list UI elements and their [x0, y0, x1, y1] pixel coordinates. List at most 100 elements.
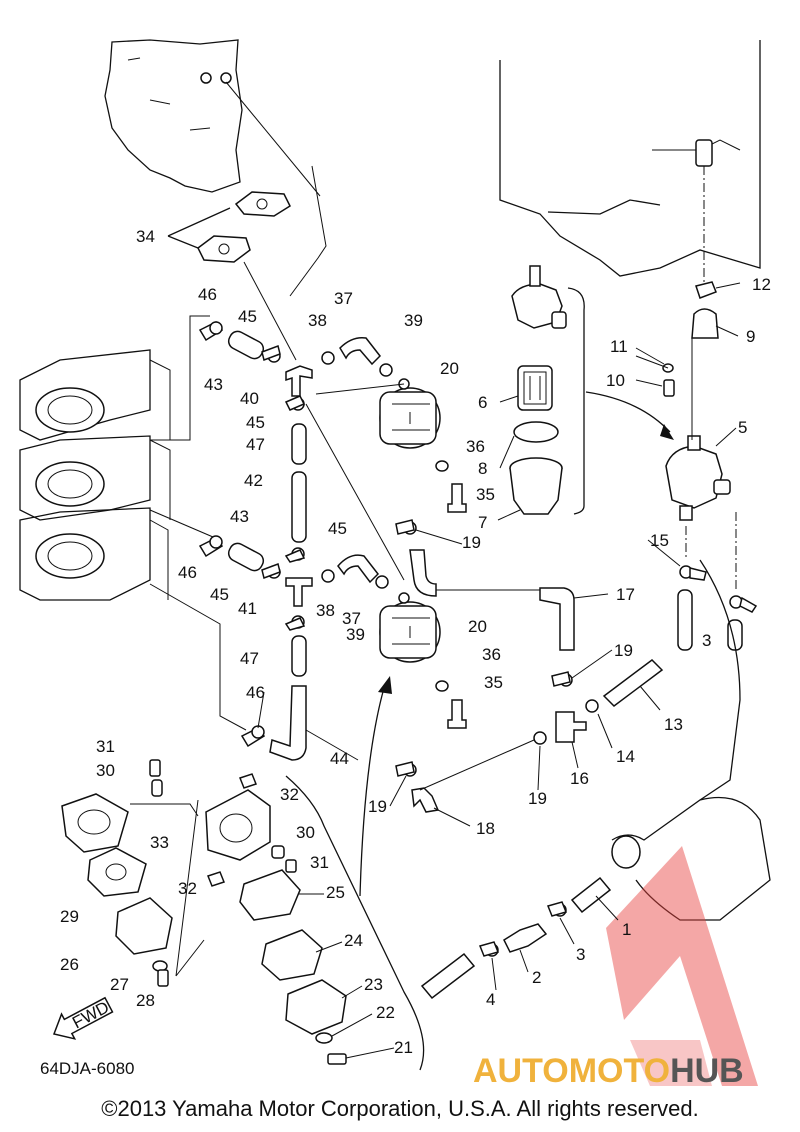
callout-3-lower: 3 — [576, 945, 585, 964]
hose-13 — [602, 659, 664, 707]
callout-28: 28 — [136, 991, 155, 1010]
callout-30-b: 30 — [296, 823, 315, 842]
gasket-34-upper — [234, 191, 291, 217]
callout-20-upper: 20 — [440, 359, 459, 378]
callout-23: 23 — [364, 975, 383, 994]
callout-12: 12 — [752, 275, 771, 294]
callout-25: 25 — [326, 883, 345, 902]
callout-14: 14 — [616, 747, 635, 766]
screw-21 — [327, 1053, 347, 1065]
callout-43-lower: 43 — [230, 507, 249, 526]
nut-32-a — [239, 773, 257, 789]
cross-joint-41 — [285, 577, 313, 607]
callout-27: 27 — [110, 975, 129, 994]
o-ring-8 — [513, 421, 559, 443]
screw-28 — [157, 969, 169, 987]
leader-lines — [257, 282, 741, 1059]
callout-37-lower: 37 — [342, 609, 361, 628]
callout-43-upper: 43 — [204, 375, 223, 394]
callout-29: 29 — [60, 907, 79, 926]
hose-clip-19-c — [395, 761, 417, 777]
callout-15: 15 — [650, 531, 669, 550]
hose-43-a — [227, 330, 265, 360]
elbow-hose-17-b — [539, 587, 575, 651]
gasket-34-lower — [197, 235, 251, 263]
callout-39-upper: 39 — [404, 311, 423, 330]
hose-47-b — [291, 635, 307, 677]
callout-45-a: 45 — [238, 307, 257, 326]
callout-36-upper: 36 — [466, 437, 485, 456]
callout-19-a: 19 — [462, 533, 481, 552]
bolt-35-upper — [447, 483, 467, 513]
fuel-filter-5 — [665, 435, 731, 521]
washer-36-lower — [435, 680, 449, 692]
callout-26: 26 — [60, 955, 79, 974]
hose-clip-39-b — [375, 575, 389, 589]
hose-clip-46-b — [198, 535, 224, 558]
hose-clip-15 — [679, 565, 707, 581]
elbow-hose-37-a — [339, 336, 381, 366]
callout-38-lower: 38 — [316, 601, 335, 620]
engine-lower-mount — [611, 796, 771, 921]
automotohub-logo — [606, 846, 758, 1086]
t-joint-40 — [285, 365, 313, 397]
callout-6: 6 — [478, 393, 487, 412]
hose-clip-45-b — [284, 395, 306, 411]
callout-5: 5 — [738, 418, 747, 437]
hose-clip-4 — [478, 941, 500, 957]
callout-46-b: 46 — [178, 563, 197, 582]
fuel-pump-20-lower — [379, 592, 441, 663]
hose-clip-45-c — [284, 547, 306, 563]
hose-47-a — [291, 423, 307, 465]
washer-36-upper — [435, 460, 449, 472]
diaphragm-24 — [261, 929, 323, 981]
washer-22 — [315, 1032, 333, 1044]
hose-clip-19-a — [395, 519, 417, 535]
hose-42 — [291, 471, 307, 543]
hose-15 — [677, 589, 693, 651]
elbow-hose-17-a — [409, 549, 437, 597]
fwd-label: FWD — [69, 998, 112, 1033]
filter-cup-7 — [509, 457, 563, 515]
callout-21: 21 — [394, 1038, 413, 1057]
hose-clip-39-a — [379, 363, 393, 377]
callout-19-c: 19 — [528, 789, 547, 808]
callout-19-d: 19 — [368, 797, 387, 816]
elbow-hose-18 — [411, 787, 440, 813]
bolt-35-lower — [447, 699, 467, 729]
callout-38-upper: 38 — [308, 311, 327, 330]
callout-11: 11 — [610, 337, 628, 356]
hose-clip-38-a — [321, 351, 335, 365]
callout-34: 34 — [136, 227, 155, 246]
callout-46-a: 46 — [198, 285, 217, 304]
nut-12 — [695, 281, 717, 299]
callout-2: 2 — [532, 968, 541, 987]
fwd-arrow-icon: FWD — [52, 996, 114, 1040]
callout-45-d: 45 — [210, 585, 229, 604]
callout-8: 8 — [478, 459, 487, 478]
copyright-notice: ©2013 Yamaha Motor Corporation, U.S.A. A… — [101, 1096, 699, 1121]
hose-clip-3-upper — [729, 595, 758, 613]
hose-43-b — [227, 542, 265, 572]
callout-33: 33 — [150, 833, 169, 852]
callout-35-upper: 35 — [476, 485, 495, 504]
callout-24: 24 — [344, 931, 363, 950]
cover-23 — [285, 979, 347, 1035]
screw-31-b — [285, 859, 297, 873]
callout-16: 16 — [570, 769, 589, 788]
callout-10: 10 — [606, 371, 625, 390]
callout-20-lower: 20 — [468, 617, 487, 636]
callout-30-a: 30 — [96, 761, 115, 780]
callout-18: 18 — [476, 819, 495, 838]
callout-36-lower: 36 — [482, 645, 501, 664]
nut-32-b — [207, 871, 225, 887]
hose-44 — [269, 685, 307, 761]
callout-13: 13 — [664, 715, 683, 734]
t-joint-16 — [555, 711, 587, 743]
callout-17: 17 — [616, 585, 635, 604]
callout-46-c: 46 — [246, 683, 265, 702]
hose-clip-45-a — [261, 345, 281, 363]
gasket-29 — [61, 793, 129, 853]
callout-37-upper: 37 — [334, 289, 353, 308]
callout-41: 41 — [238, 599, 257, 618]
